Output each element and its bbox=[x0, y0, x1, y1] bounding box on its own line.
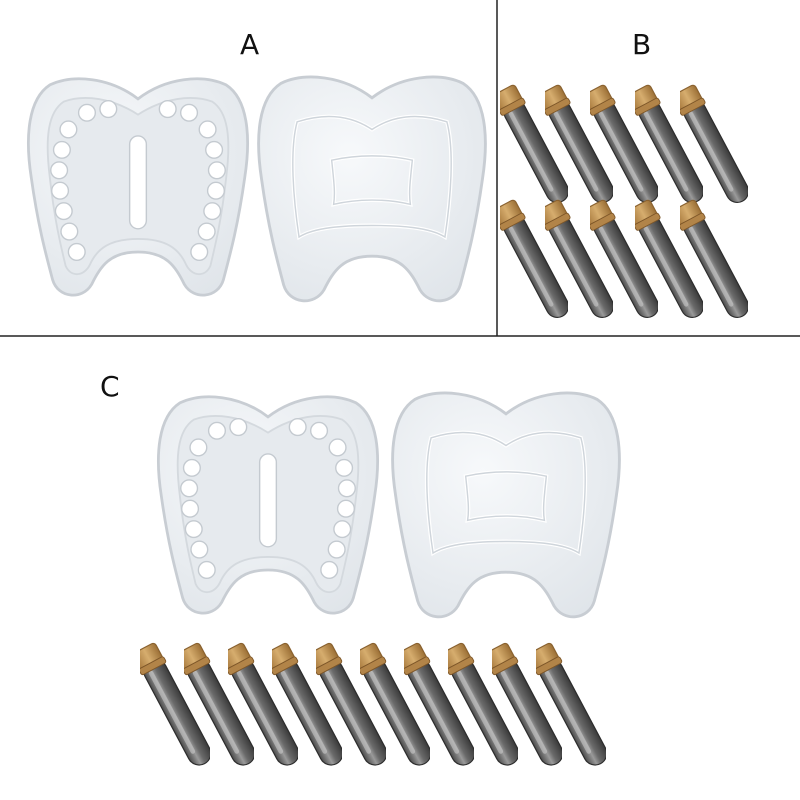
panel-a-label: A bbox=[240, 28, 259, 61]
tooth-mold-with-holes bbox=[28, 79, 247, 295]
panel-b-label: B bbox=[632, 28, 651, 61]
vial-set-c bbox=[140, 641, 606, 771]
panel-c: C bbox=[100, 370, 620, 771]
tooth-mold-lid bbox=[393, 393, 620, 617]
vial-set-b bbox=[500, 82, 748, 324]
panel-a: A bbox=[28, 28, 485, 301]
panel-dividers bbox=[0, 0, 800, 337]
tooth-mold-lid bbox=[259, 77, 486, 301]
panel-b: B bbox=[500, 28, 748, 324]
panel-c-label: C bbox=[100, 370, 120, 403]
tooth-mold-with-holes bbox=[158, 397, 377, 613]
